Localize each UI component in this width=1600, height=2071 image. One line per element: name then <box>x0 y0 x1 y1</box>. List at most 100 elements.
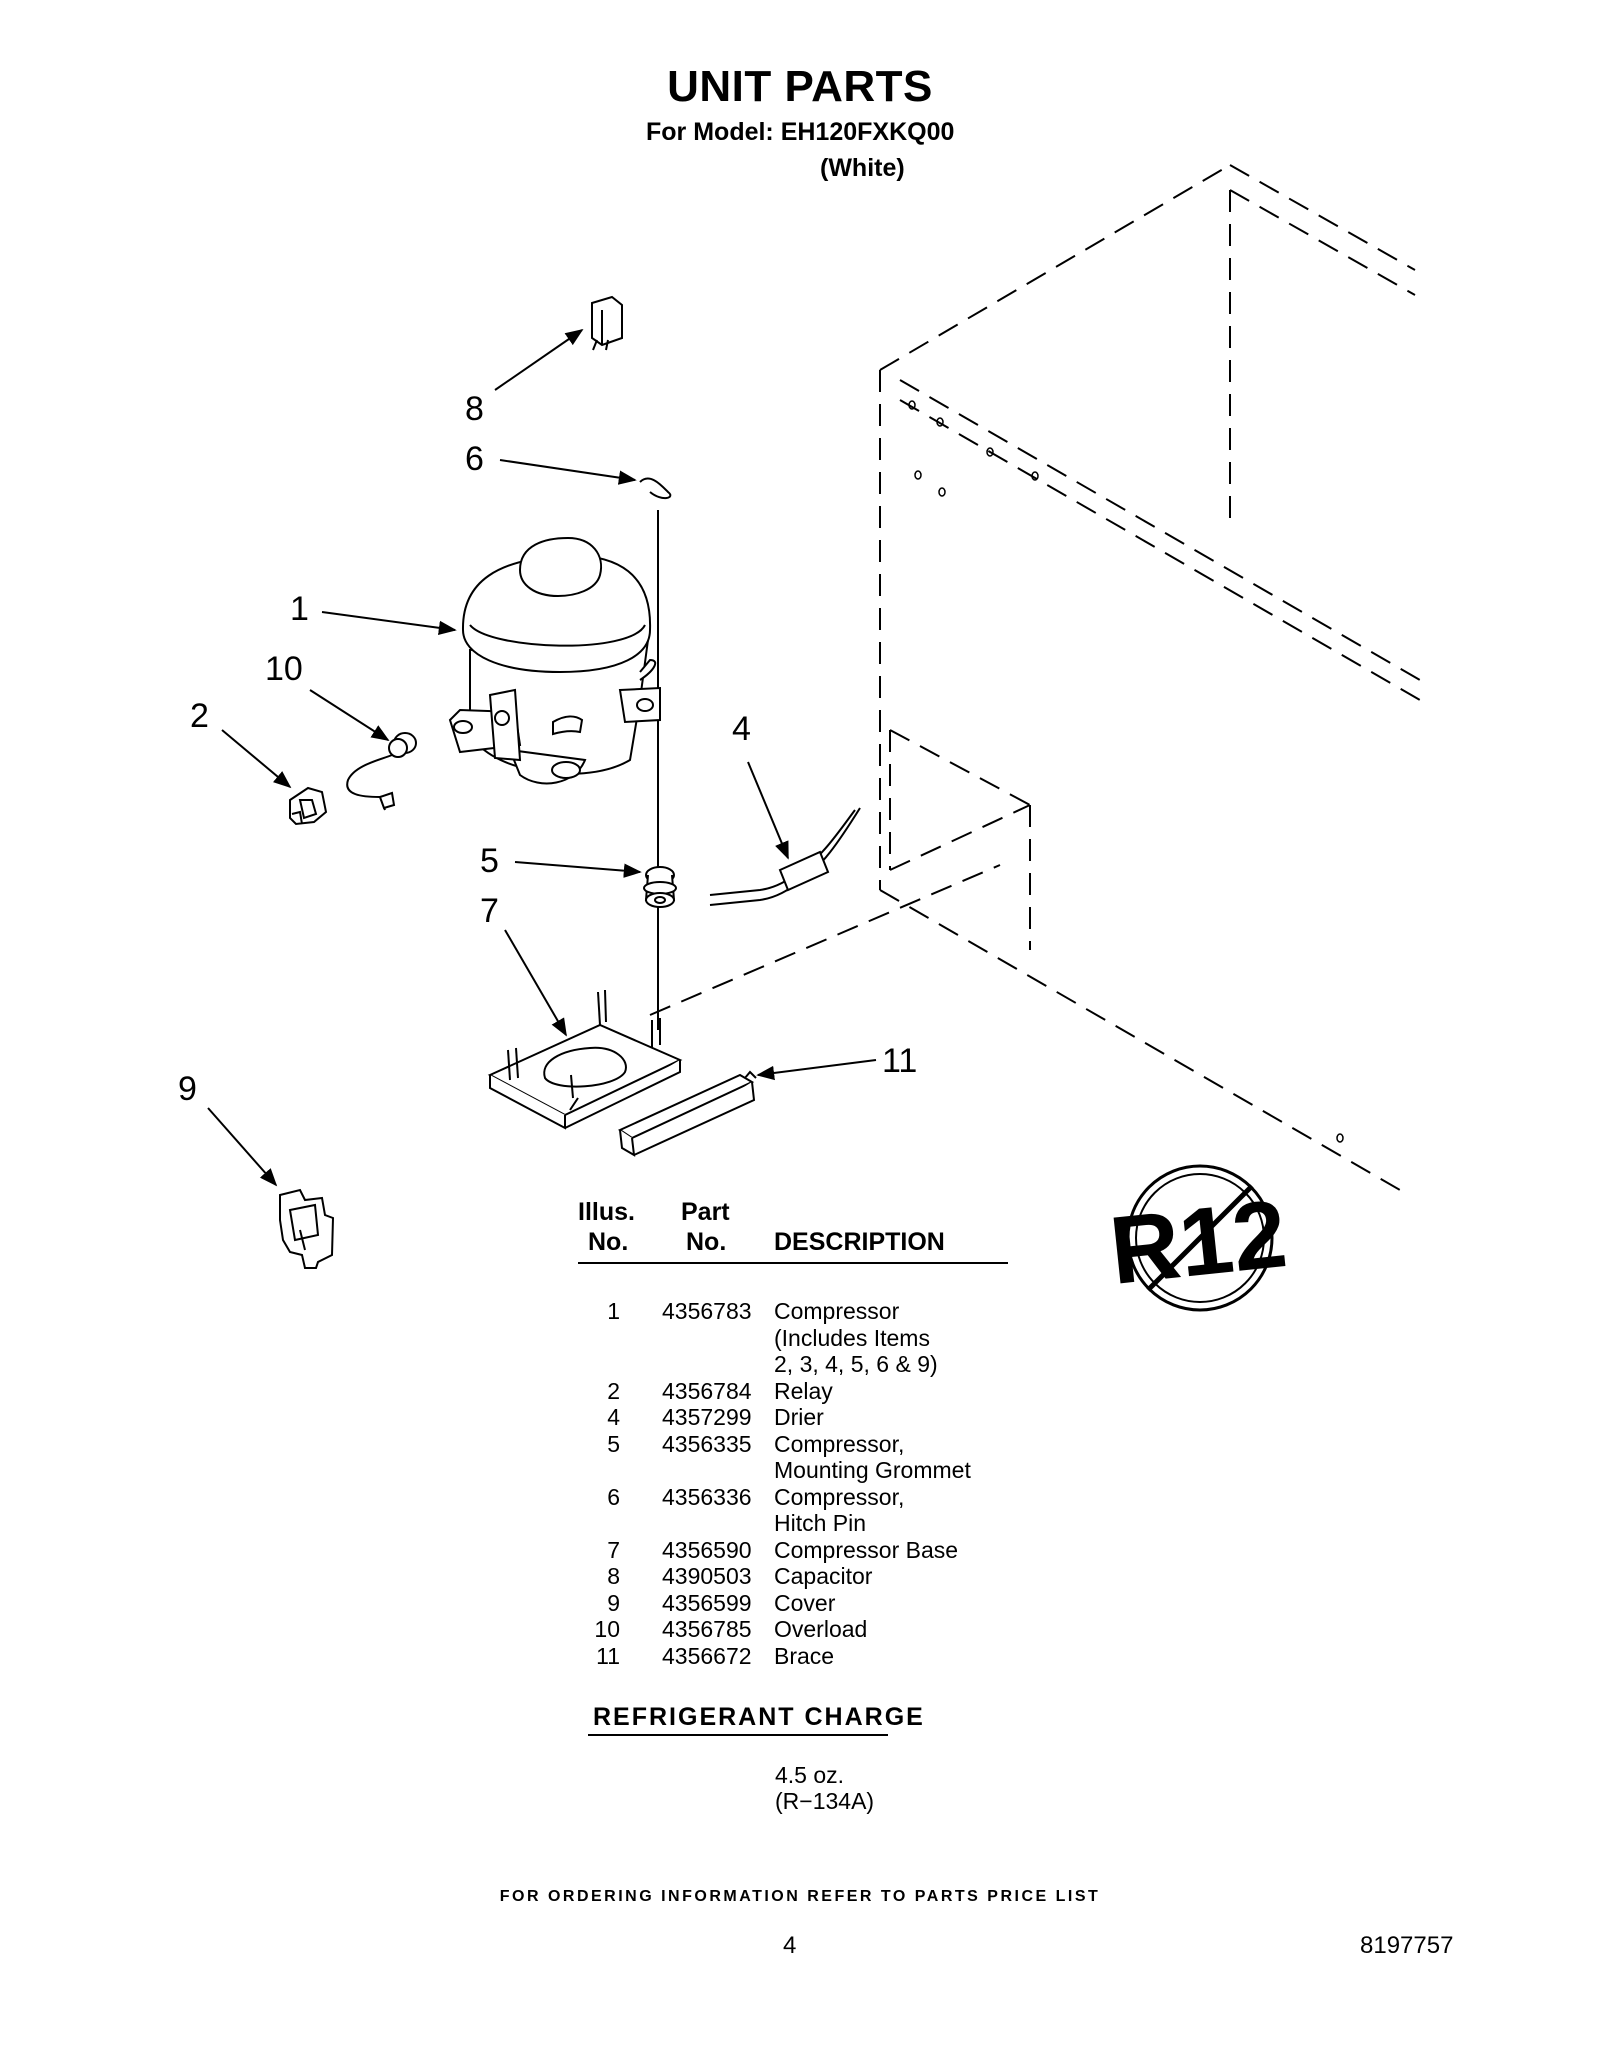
illus-number: 11 <box>596 1642 620 1669</box>
illus-number: 2 <box>607 1377 620 1404</box>
part-description: Compressor, Mounting Grommet <box>774 1431 1008 1484</box>
svg-text:1: 1 <box>290 590 309 628</box>
desc-line: Mounting Grommet <box>774 1457 971 1483</box>
header-illus-1: Illus. <box>578 1198 635 1226</box>
header-part-1: Part <box>681 1198 730 1226</box>
model-line: For Model: EH120FXKQ00 <box>646 118 955 146</box>
table-row: 6 4356336 Compressor, Hitch Pin <box>578 1484 1008 1537</box>
illus-number: 9 <box>607 1589 620 1616</box>
document-number: 8197757 <box>1360 1932 1454 1959</box>
cover-part <box>279 1188 335 1269</box>
part-description: Capacitor <box>774 1563 1008 1590</box>
part-description: Brace <box>774 1643 1008 1670</box>
table-row: 5 4356335 Compressor, Mounting Grommet <box>578 1431 1008 1484</box>
desc-line: Compressor <box>774 1298 900 1324</box>
svg-text:10: 10 <box>265 650 303 688</box>
callout-8: 8 <box>465 328 584 428</box>
illus-number: 8 <box>607 1563 620 1589</box>
desc-line: Cover <box>774 1589 836 1616</box>
svg-text:7: 7 <box>480 892 499 930</box>
brace-part <box>617 1070 757 1157</box>
part-number: 4356599 <box>662 1589 752 1616</box>
callout-4: 4 <box>732 710 789 860</box>
illus-number: 10 <box>594 1616 620 1642</box>
illus-number: 4 <box>607 1404 620 1430</box>
part-number: 4356335 <box>662 1430 752 1457</box>
table-row: 1 4356783 Compressor (Includes Items 2, … <box>578 1298 1008 1378</box>
cabinet-outline <box>649 164 1421 1191</box>
color-line: (White) <box>820 154 905 182</box>
parts-rows: 1 4356783 Compressor (Includes Items 2, … <box>578 1298 1008 1669</box>
desc-line: 2, 3, 4, 5, 6 & 9) <box>774 1351 938 1377</box>
grommet-part <box>643 866 677 908</box>
part-description: Overload <box>774 1616 1008 1643</box>
page-title: UNIT PARTS <box>667 62 933 111</box>
desc-line: Relay <box>774 1377 833 1404</box>
callout-7: 7 <box>480 892 567 1037</box>
callout-5: 5 <box>480 842 642 880</box>
illus-number: 6 <box>607 1483 620 1510</box>
refrigerant-rule <box>588 1734 888 1736</box>
callout-2: 2 <box>190 697 292 789</box>
part-number: 4356785 <box>662 1616 752 1642</box>
overload-part <box>346 732 417 811</box>
compressor-part <box>448 536 661 785</box>
illus-number: 7 <box>607 1536 620 1563</box>
header-part-2: No. <box>686 1228 727 1256</box>
part-description: Relay <box>774 1378 1008 1405</box>
page-number: 4 <box>783 1932 797 1959</box>
header-description: DESCRIPTION <box>774 1228 945 1256</box>
svg-text:9: 9 <box>178 1070 197 1108</box>
refrigerant-amount: 4.5 oz. <box>775 1762 845 1788</box>
callout-6: 6 <box>465 440 637 485</box>
table-row: 9 4356599 Cover <box>578 1590 1008 1617</box>
callout-9: 9 <box>178 1070 278 1187</box>
header-rule <box>578 1262 1008 1264</box>
part-number: 4356336 <box>662 1483 752 1510</box>
compressor-base-part <box>487 989 683 1130</box>
desc-line: Compressor, <box>774 1430 905 1457</box>
svg-text:4: 4 <box>732 710 751 748</box>
callout-11: 11 <box>756 1042 917 1081</box>
desc-line: (Includes Items <box>774 1324 930 1351</box>
desc-line: Hitch Pin <box>774 1510 867 1536</box>
svg-text:5: 5 <box>480 842 499 880</box>
drier-part <box>709 807 861 906</box>
header-illus-2: No. <box>588 1228 629 1256</box>
capacitor-part <box>591 295 623 351</box>
desc-line: Capacitor <box>774 1563 873 1589</box>
table-row: 4 4357299 Drier <box>578 1404 1008 1431</box>
table-row: 2 4356784 Relay <box>578 1378 1008 1405</box>
svg-text:6: 6 <box>465 440 484 478</box>
cabinet-holes <box>908 400 1344 1143</box>
table-row: 10 4356785 Overload <box>578 1616 1008 1643</box>
callout-1: 1 <box>290 590 457 635</box>
desc-line: Brace <box>774 1642 835 1669</box>
callout-10: 10 <box>265 650 390 741</box>
desc-line: Overload <box>774 1616 868 1642</box>
refrigerant-title: REFRIGERANT CHARGE <box>593 1703 925 1731</box>
relay-part <box>289 786 328 826</box>
desc-line: Drier <box>774 1404 824 1430</box>
part-number: 4356784 <box>662 1377 752 1404</box>
part-number: 4356783 <box>662 1298 752 1324</box>
refrigerant-type: (R−134A) <box>775 1788 875 1814</box>
svg-text:2: 2 <box>190 697 209 735</box>
illus-number: 5 <box>607 1430 620 1457</box>
no-r12-badge: R12 <box>1105 1164 1291 1312</box>
part-description: Compressor Base <box>774 1537 1008 1564</box>
svg-text:11: 11 <box>882 1042 917 1080</box>
illus-number: 1 <box>607 1298 620 1324</box>
desc-line: Compressor Base <box>774 1536 959 1563</box>
part-description: Compressor (Includes Items 2, 3, 4, 5, 6… <box>774 1298 1008 1378</box>
part-number: 4356672 <box>662 1642 752 1669</box>
ordering-note: FOR ORDERING INFORMATION REFER TO PARTS … <box>499 1888 1101 1905</box>
refrigerant-values: 4.5 oz. (R−134A) <box>775 1762 874 1814</box>
table-row: 11 4356672 Brace <box>578 1643 1008 1670</box>
part-description: Drier <box>774 1404 1008 1431</box>
table-row: 7 4356590 Compressor Base <box>578 1537 1008 1564</box>
part-number: 4357299 <box>662 1404 752 1430</box>
part-number: 4356590 <box>662 1536 752 1563</box>
table-row: 8 4390503 Capacitor <box>578 1563 1008 1590</box>
